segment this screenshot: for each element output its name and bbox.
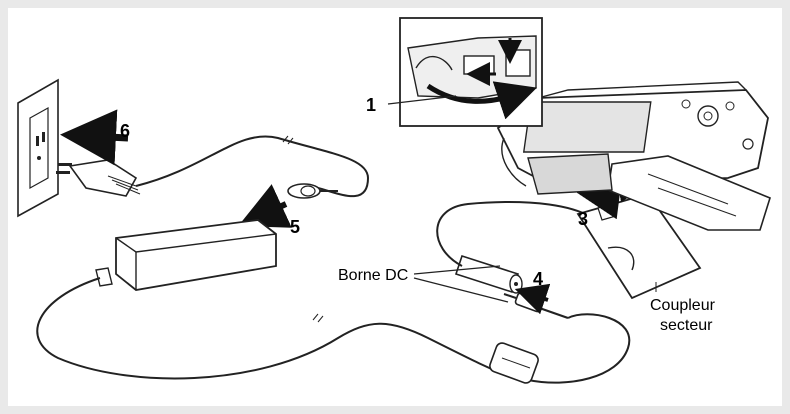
wall-outlet-icon <box>17 78 59 218</box>
camera-icon <box>496 81 771 231</box>
diagram-canvas: 1 3 4 5 6 Borne DC Coupleur secteur <box>8 8 782 406</box>
diagram-illustration <box>17 17 771 384</box>
inset-closeup <box>399 17 543 127</box>
ac-adapter-icon <box>95 219 277 291</box>
step-4-label: 4 <box>533 269 544 289</box>
step-5-label: 5 <box>290 217 301 237</box>
step-6-label: 6 <box>120 121 131 141</box>
coupler-label-line1: Coupleur <box>650 297 715 314</box>
plug-icon <box>56 159 141 197</box>
dc-terminal-label: Borne DC <box>338 267 409 284</box>
step-3-label: 3 <box>578 209 589 229</box>
ferrite-core <box>489 342 539 384</box>
step-1-label: 1 <box>366 95 377 115</box>
coupler-label-line2: secteur <box>660 317 713 334</box>
ac-connector <box>287 183 338 199</box>
